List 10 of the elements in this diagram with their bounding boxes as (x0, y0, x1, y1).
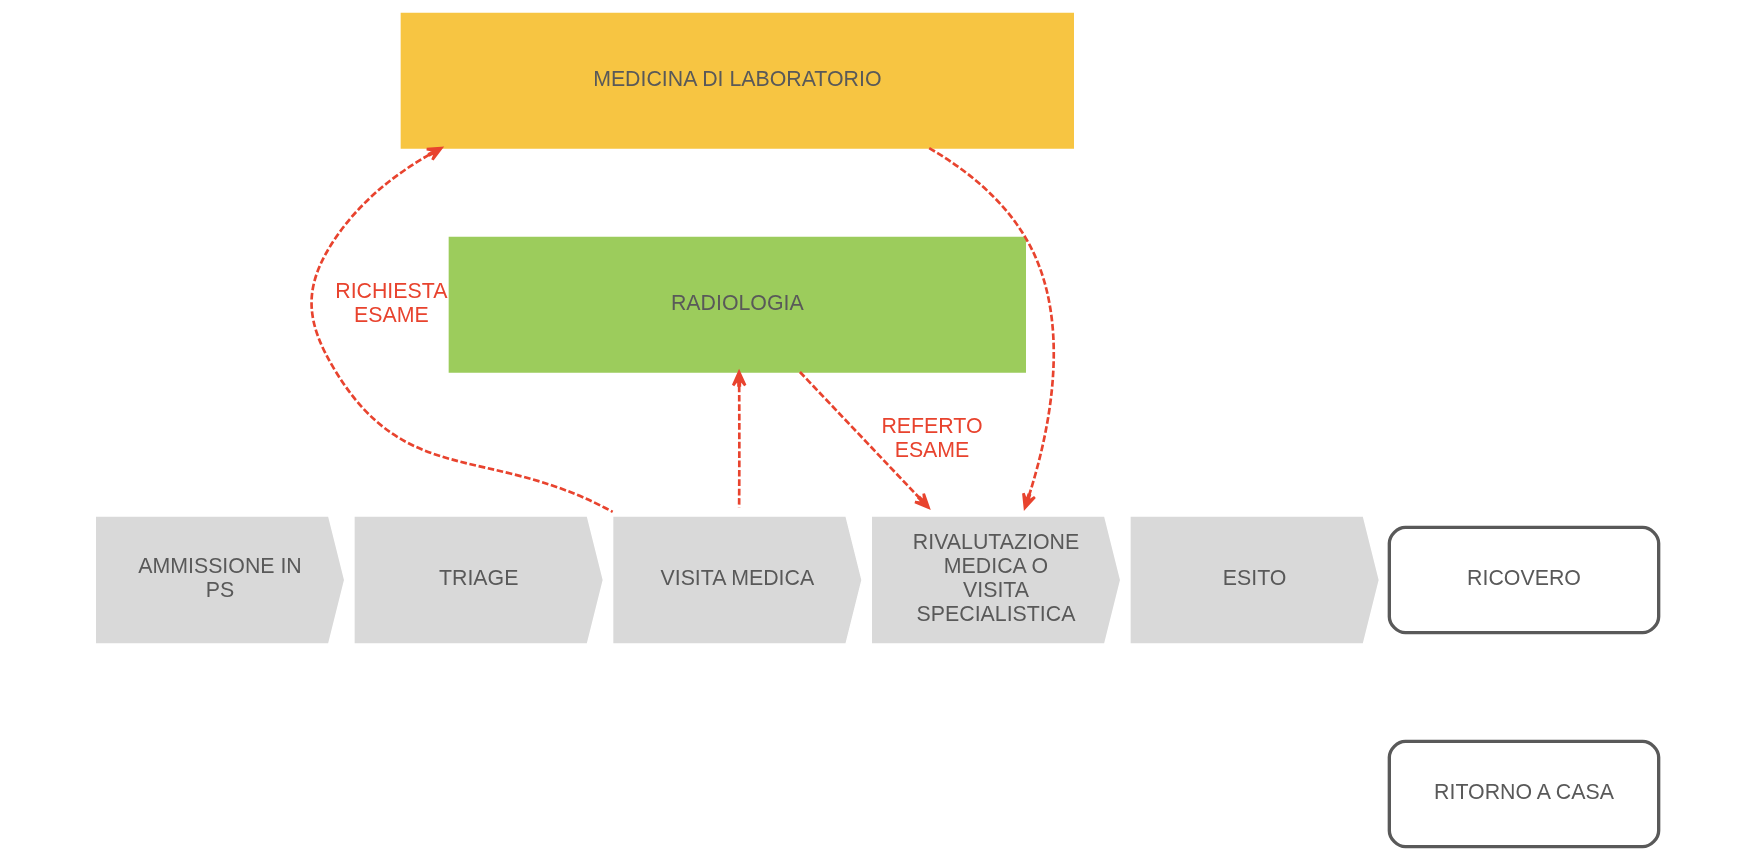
edge-label: REFERTO ESAME (881, 414, 983, 463)
arrow (799, 371, 930, 509)
node-box: RICOVERO (1387, 525, 1661, 635)
arrow (731, 370, 747, 508)
node-box: RITORNO A CASA (1387, 739, 1661, 849)
arrow (310, 146, 614, 513)
node-box: RADIOLOGIA (448, 236, 1026, 373)
node-box: MEDICINA DI LABORATORIO (400, 12, 1074, 149)
arrow (928, 146, 1055, 510)
edge-label: RICHIESTA ESAME (335, 278, 448, 327)
